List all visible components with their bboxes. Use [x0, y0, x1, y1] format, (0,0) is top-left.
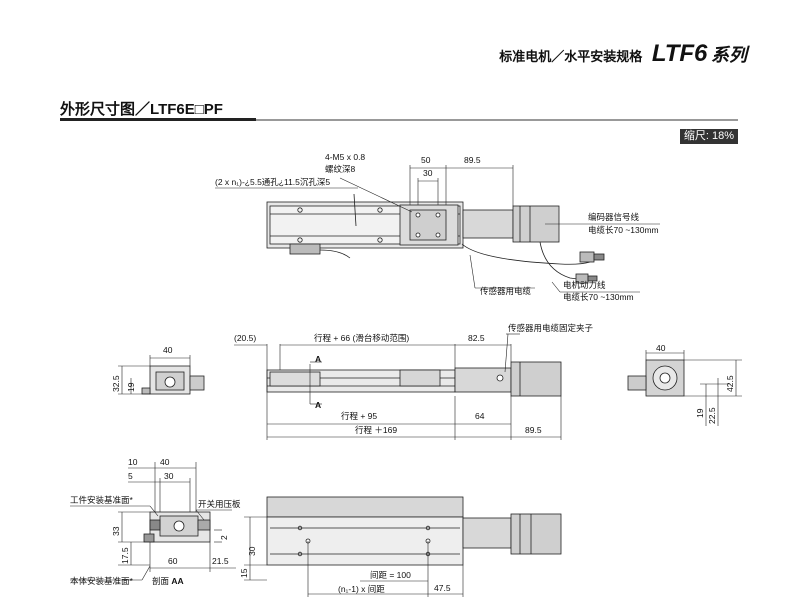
label-thread-depth: 螺纹深8 — [325, 164, 356, 174]
label-section-mark-upper: A — [315, 354, 321, 364]
label-sensor-clip: 传感器用电缆固定夹子 — [508, 323, 594, 333]
side-view-dimensions — [234, 333, 562, 440]
header-title: 标准电机／水平安装规格 — [499, 49, 643, 64]
label-aa-30: 30 — [164, 471, 174, 481]
label-switch-plate: 开关用压板 — [198, 499, 241, 509]
bottom-view-dimensions — [244, 516, 464, 597]
label-holes: (2 x n₁)-¿5.5通孔¿11.5沉孔深5 — [215, 177, 330, 187]
label-encoder-cable: 编码器信号线 — [588, 212, 640, 222]
label-sensor-cable: 传感器用电缆 — [480, 286, 532, 296]
section-title: 外形尺寸图／LTF6E□PF — [60, 98, 223, 119]
label-side-89-5: 89.5 — [525, 425, 542, 435]
label-power-cable-length: 电缆长70 ~130mm — [563, 292, 634, 302]
left-end-view-dimensions — [118, 355, 191, 395]
label-right-19: 19 — [695, 408, 705, 418]
label-body-ref: 本体安装基准面* — [70, 576, 134, 586]
label-right-40: 40 — [656, 343, 666, 353]
label-aa-33: 33 — [111, 526, 121, 536]
label-stroke-169: 行程 ＋169 — [355, 425, 397, 435]
label-section-caption-aa: AA — [171, 576, 183, 586]
label-section-mark-lower: A — [315, 400, 321, 410]
label-aa-2: 2 — [219, 535, 229, 540]
label-side-64: 64 — [475, 411, 485, 421]
right-end-view-dimensions — [645, 350, 742, 426]
label-bottom-30: 30 — [247, 546, 257, 556]
scale-badge: 缩尺: 18% — [680, 129, 738, 144]
label-right-42-5: 42.5 — [725, 375, 735, 392]
left-end-view-drawing — [141, 365, 205, 395]
label-pitch: 间距 = 100 — [370, 570, 411, 580]
label-stroke-range: 行程 + 66 (滑台移动范围) — [314, 333, 409, 343]
section-aa-dimensions — [70, 462, 236, 581]
label-top-30: 30 — [423, 168, 433, 178]
label-aa-10: 10 — [128, 457, 138, 467]
label-stroke-95: 行程 + 95 — [341, 411, 377, 421]
label-work-ref: 工件安装基准面* — [70, 495, 134, 505]
label-bottom-15: 15 — [239, 568, 249, 578]
label-side-20-5: (20.5) — [234, 333, 256, 343]
label-aa-21-5: 21.5 — [212, 556, 229, 566]
section-title-prefix: 外形尺寸图／ — [60, 101, 151, 118]
page-header: 标准电机／水平安装规格 LTF6 系列 — [499, 40, 747, 68]
label-bottom-47-5: 47.5 — [434, 583, 451, 593]
right-end-view-drawing — [627, 359, 685, 397]
label-section-caption-prefix: 剖面 — [152, 576, 171, 586]
label-pitch-n: (n₁-1) x 间距 — [338, 584, 385, 594]
label-left-40: 40 — [163, 345, 173, 355]
label-top-89-5: 89.5 — [464, 155, 481, 165]
label-power-cable: 电机动力线 — [563, 280, 606, 290]
label-section-caption: 剖面 AA — [152, 576, 184, 586]
top-view-drawing — [266, 193, 605, 284]
label-left-19: 19 — [126, 382, 136, 392]
label-encoder-cable-length: 电缆长70 ~130mm — [588, 225, 659, 235]
label-aa-17-5: 17.5 — [120, 547, 130, 564]
label-thread: 4-M5 x 0.8 — [325, 152, 365, 162]
label-top-50: 50 — [421, 155, 431, 165]
label-aa-40: 40 — [160, 457, 170, 467]
title-rule-light — [256, 119, 738, 121]
top-view-dimensions — [215, 165, 660, 293]
label-side-82-5: 82.5 — [468, 333, 485, 343]
label-right-22-5: 22.5 — [707, 407, 717, 424]
bottom-view-drawing — [266, 496, 562, 566]
section-aa-drawing — [143, 511, 211, 543]
section-model: LTF6E□PF — [150, 101, 223, 118]
label-left-32-5: 32.5 — [111, 375, 121, 392]
header-code: LTF6 — [651, 40, 708, 67]
header-series: 系列 — [711, 45, 747, 65]
title-rule-dark — [60, 118, 256, 121]
label-aa-60: 60 — [168, 556, 178, 566]
label-aa-5: 5 — [128, 471, 133, 481]
side-view-drawing — [266, 361, 562, 397]
